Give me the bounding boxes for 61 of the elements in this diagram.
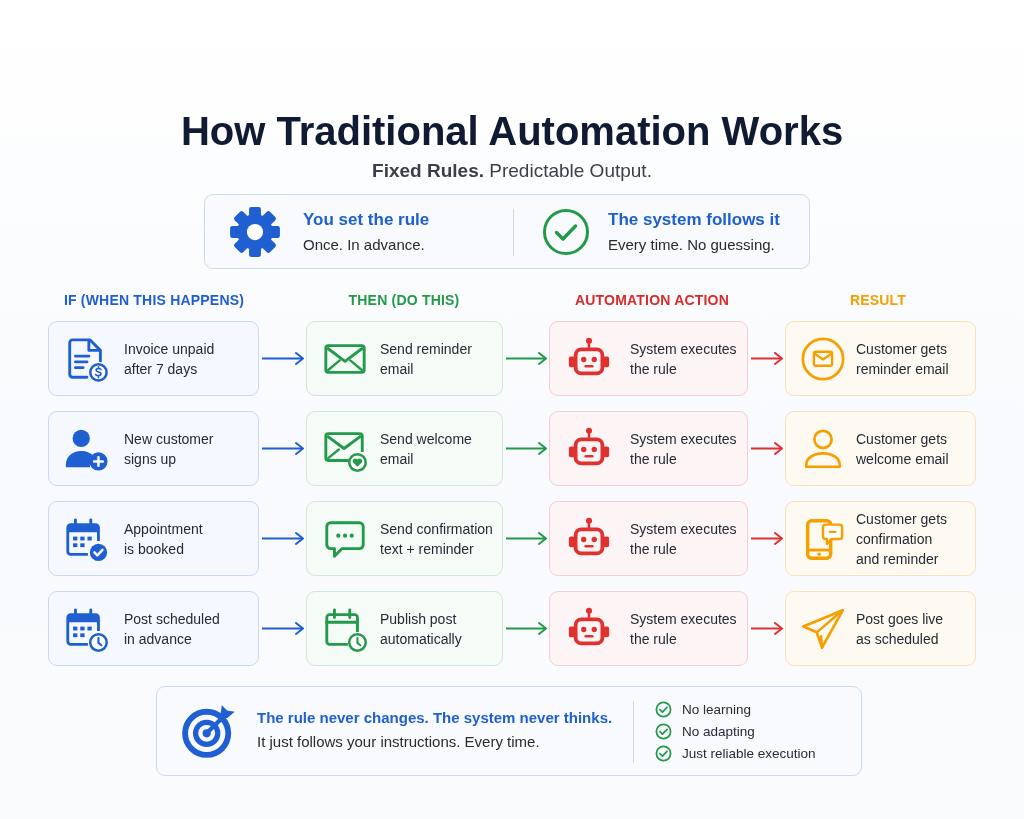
card-text: Post scheduled in advance [124,609,221,649]
panel-heading: The rule never changes. The system never thinks. [257,708,613,728]
automation-card [549,591,748,666]
trigger-card [48,501,259,576]
arrow [750,532,783,545]
result-card [785,411,976,486]
panel-heading: The system follows it [608,209,780,231]
action-card [306,591,503,666]
arrow [505,622,547,635]
automation-card [549,501,748,576]
result-card [785,321,976,396]
arrow [261,442,304,455]
arrow [750,442,783,455]
arrow [261,532,304,545]
trigger-card [48,411,259,486]
card-text: System executes the rule [630,609,738,649]
action-card [306,501,503,576]
card-text: System executes the rule [630,519,738,559]
action-card [306,321,503,396]
checklist-item: No learning [682,701,752,719]
subtitle: Fixed Rules. Predictable Output. [372,159,652,183]
card-text: System executes the rule [630,429,738,469]
automation-card [549,321,748,396]
column-header: AUTOMATION ACTION [575,291,729,309]
arrow [261,622,304,635]
card-text: Customer gets reminder email [856,339,950,379]
card-text: Send reminder email [380,339,473,379]
automation-card [549,411,748,486]
card-text: Invoice unpaid after 7 days [124,339,216,379]
arrow [505,532,547,545]
checklist-item: Just reliable execution [682,745,816,763]
arrow [505,442,547,455]
summary-panel [156,686,862,776]
column-header: IF (WHEN THIS HAPPENS) [63,291,245,309]
result-card [785,591,976,666]
panel-text: Every time. No guessing. [608,235,775,255]
card-text: Customer gets confirmation and reminder [856,509,949,569]
column-header: RESULT [849,291,907,309]
column-header: THEN (DO THIS) [348,291,460,309]
card-text: Post goes live as scheduled [856,609,945,649]
card-text: Customer gets welcome email [856,429,950,469]
card-text: Appointment is booked [124,519,204,559]
card-text: System executes the rule [630,339,738,379]
panel-text: Once. In advance. [303,235,425,255]
arrow [261,352,304,365]
arrow [750,622,783,635]
card-text: Send confirmation text + reminder [380,519,494,559]
result-card [785,501,976,576]
panel-heading: You set the rule [303,209,430,231]
panel-text: It just follows your instructions. Every time. [257,732,540,752]
info-panel [204,194,810,269]
card-text: Send welcome email [380,429,473,469]
checklist-item: No adapting [682,723,755,741]
trigger-card [48,321,259,396]
arrow [505,352,547,365]
title: How Traditional Automation Works [180,108,844,155]
card-text: Publish post automatically [380,609,463,649]
card-text: New customer signs up [124,429,215,469]
arrow [750,352,783,365]
trigger-card [48,591,259,666]
action-card [306,411,503,486]
